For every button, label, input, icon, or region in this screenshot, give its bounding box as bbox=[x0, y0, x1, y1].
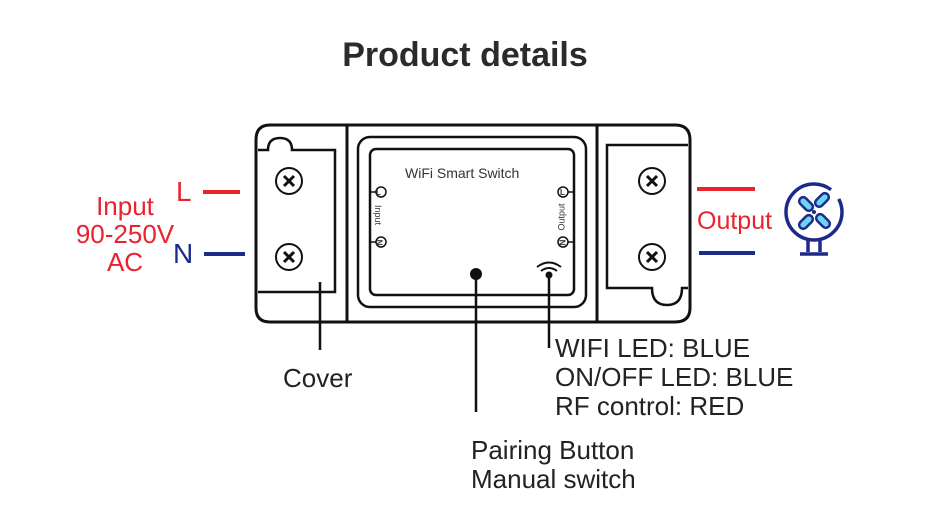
screw-icon bbox=[275, 243, 303, 271]
fan-icon bbox=[784, 182, 844, 256]
input-voltage: 90-250V bbox=[75, 219, 175, 249]
switch-housing bbox=[254, 123, 692, 324]
output-label: Output bbox=[697, 207, 773, 235]
screw-icon bbox=[638, 243, 666, 271]
input-side-label: Input bbox=[373, 204, 384, 226]
screw-icon bbox=[275, 167, 303, 195]
left-cover bbox=[258, 136, 337, 350]
manual-switch-label: Manual switch bbox=[471, 464, 636, 494]
onoff-led-label: ON/OFF LED: BLUE bbox=[555, 362, 794, 392]
wifi-led-label: WIFI LED: BLUE bbox=[555, 333, 751, 363]
neutral-label: N bbox=[173, 238, 194, 269]
input-label: Input 90-250V AC bbox=[60, 192, 190, 276]
led-callout: WIFI LED: BLUE ON/OFF LED: BLUE RF contr… bbox=[555, 334, 793, 421]
input-ac: AC bbox=[106, 247, 144, 277]
output-side-label: Output bbox=[556, 203, 567, 231]
terminal-label-out-n: N bbox=[557, 239, 567, 246]
screw-icon bbox=[638, 167, 666, 195]
page-title: Product details bbox=[342, 36, 588, 74]
terminal-label-out-l: L bbox=[560, 188, 565, 197]
device-name: WiFi Smart Switch bbox=[405, 165, 520, 181]
input-label-line1: Input bbox=[96, 191, 154, 221]
rf-control-label: RF control: RED bbox=[555, 391, 745, 421]
pairing-callout: Pairing Button Manual switch bbox=[471, 436, 636, 494]
cover-callout: Cover bbox=[283, 363, 353, 393]
live-label: L bbox=[176, 176, 192, 207]
terminal-markers bbox=[370, 186, 574, 248]
terminal-label-in-l: L bbox=[376, 188, 381, 197]
center-module bbox=[356, 135, 588, 309]
right-cover bbox=[605, 143, 688, 307]
terminal-label-in-n: N bbox=[374, 239, 384, 246]
pairing-button-label: Pairing Button bbox=[471, 435, 635, 465]
screw-terminals bbox=[275, 167, 666, 271]
